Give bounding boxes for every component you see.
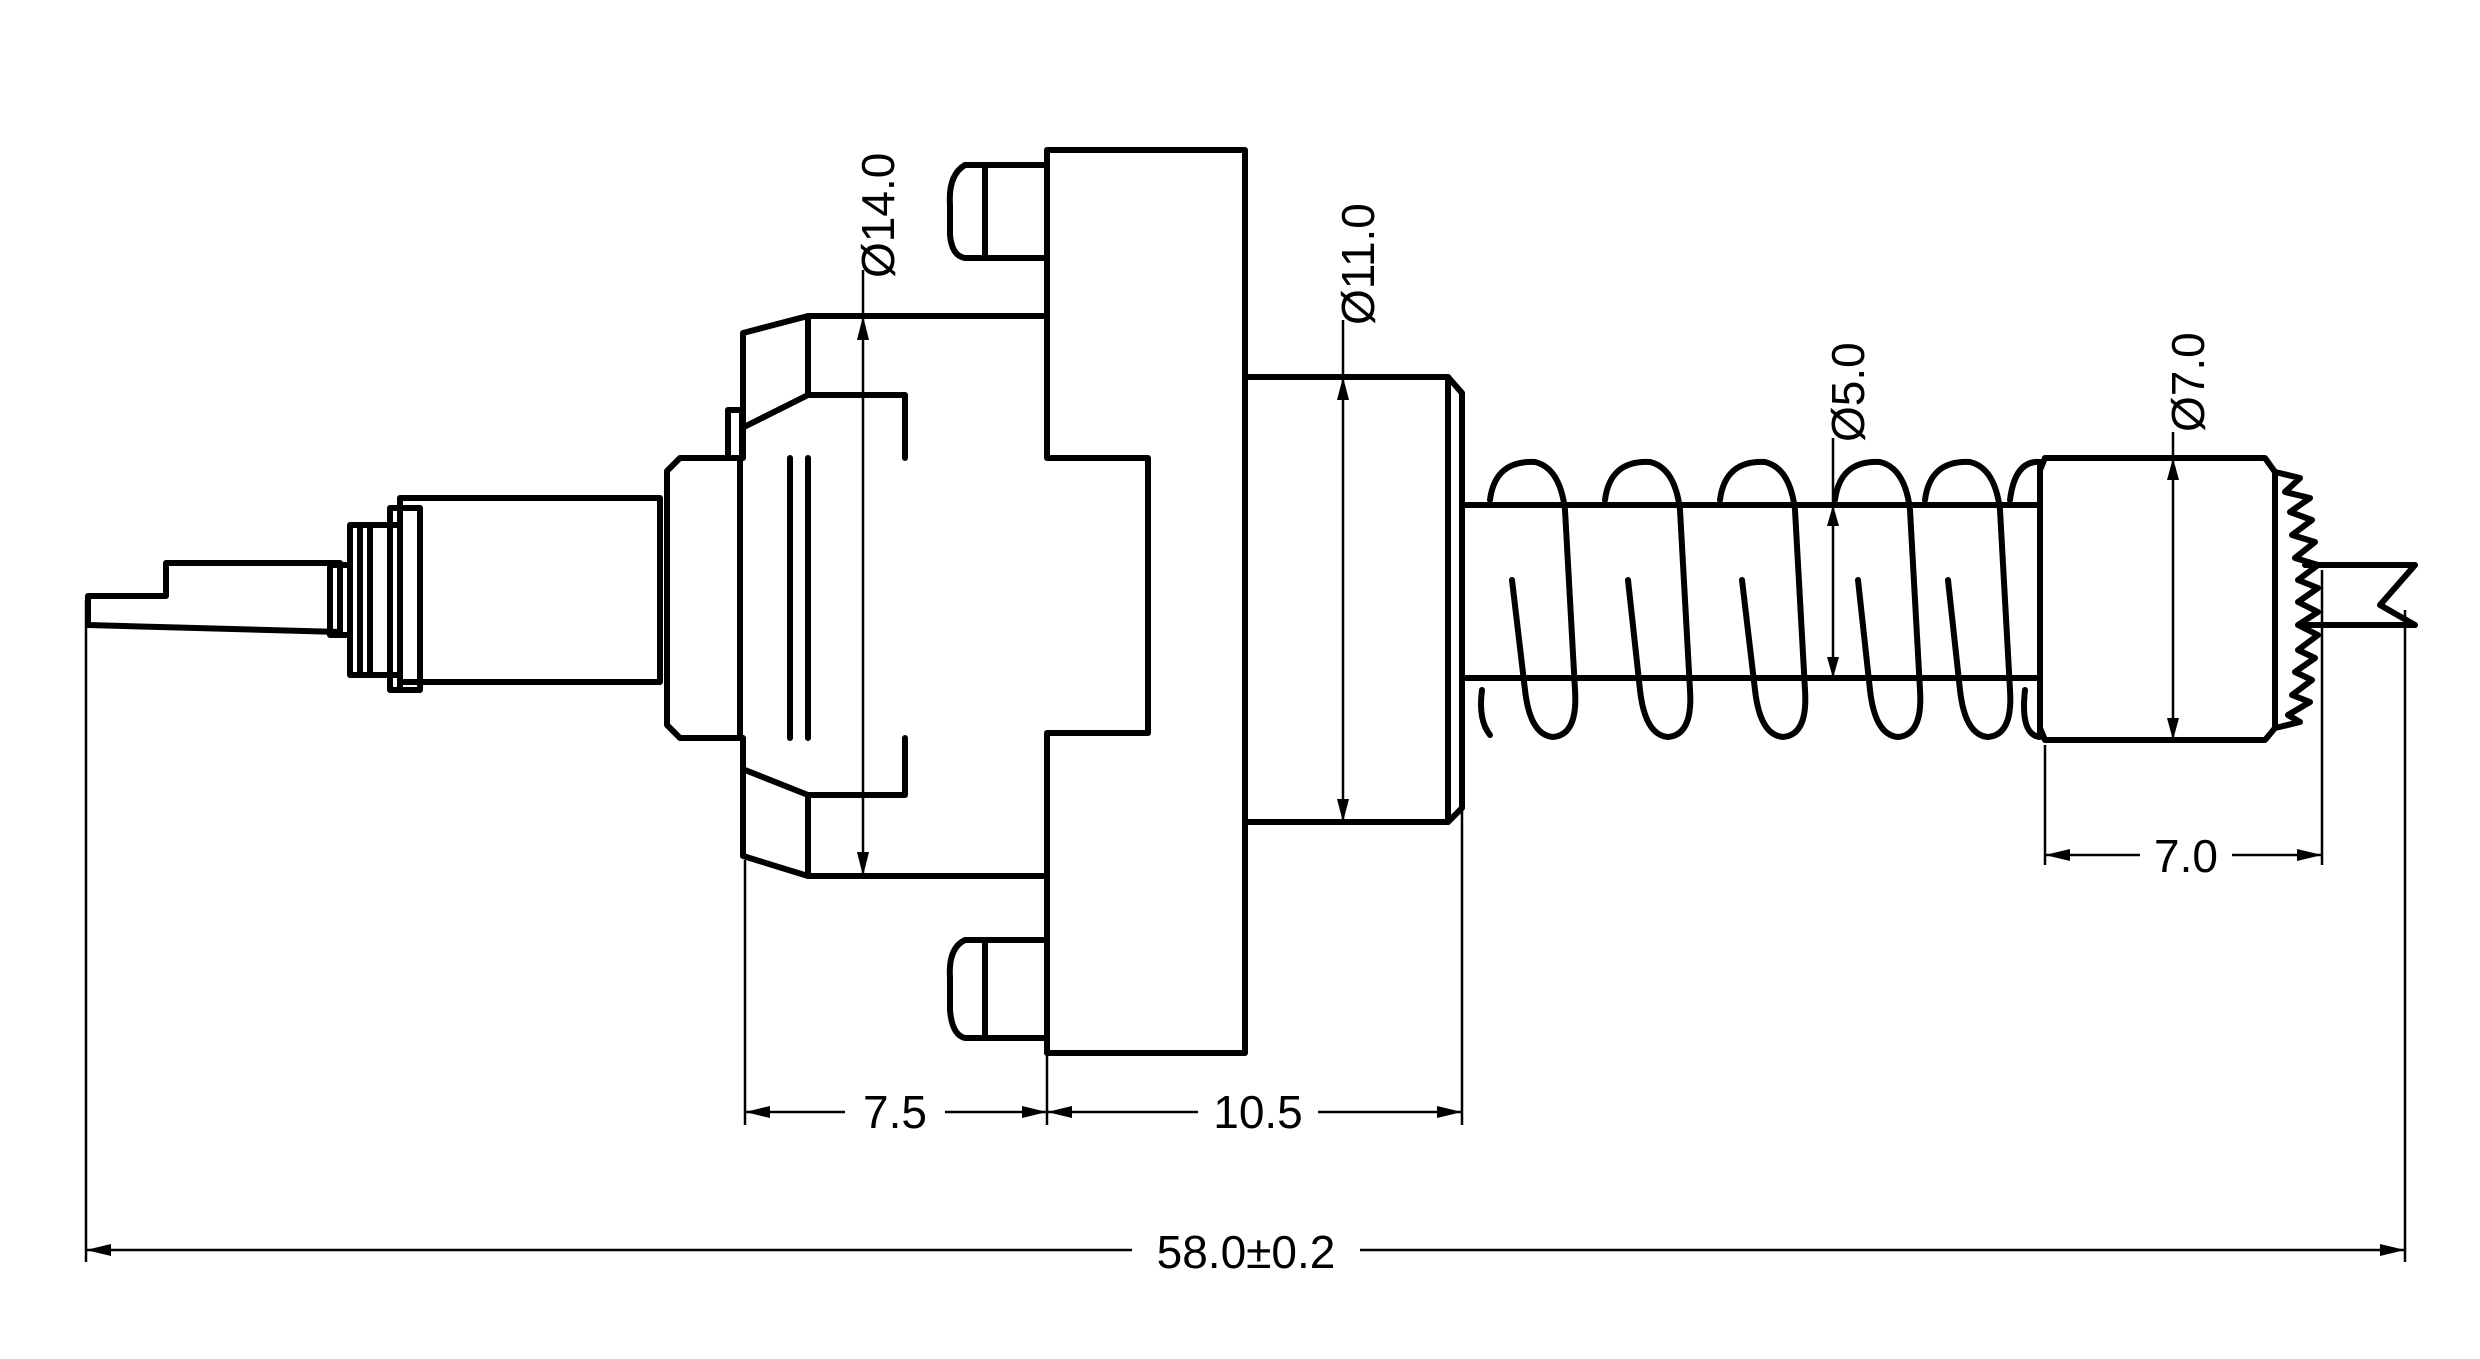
- upper-tab: [725, 407, 745, 461]
- dim-7-0-label: 7.0: [2154, 830, 2218, 882]
- rear-body: [397, 495, 663, 685]
- dim-d7-label: Ø7.0: [2162, 332, 2214, 432]
- dim-7-5-label: 7.5: [863, 1086, 927, 1138]
- pin-collar: [327, 562, 353, 638]
- flange-body: [1044, 147, 1248, 1056]
- cylinder-11: [1242, 374, 1465, 825]
- tip-cylinder: [2037, 455, 2278, 743]
- bottom-clip: [946, 937, 1050, 1041]
- rear-barrel: [387, 505, 423, 693]
- top-clip: [946, 162, 1050, 261]
- lower-bracket: [740, 735, 1050, 879]
- terminal-pin: [85, 560, 343, 635]
- part-outline: [85, 147, 2418, 1056]
- dimension-labels: Ø14.0 Ø11.0 Ø5.0 Ø7.0 7.5 10.5 7.0 58.0±…: [852, 153, 2218, 1278]
- insulator: [664, 455, 743, 741]
- plunger-point: [2302, 562, 2418, 628]
- dim-total-label: 58.0±0.2: [1157, 1226, 1336, 1278]
- dimension-lines: [84, 270, 2407, 1262]
- upper-bracket: [739, 313, 1050, 461]
- spring: [1478, 458, 2043, 740]
- dim-d14-label: Ø14.0: [852, 153, 904, 278]
- dim-d5-label: Ø5.0: [1822, 342, 1874, 442]
- insulator-ring: [737, 455, 811, 741]
- serrated-crown: [2272, 469, 2321, 731]
- dim-d11-label: Ø11.0: [1332, 203, 1384, 325]
- dim-10-5-label: 10.5: [1213, 1086, 1303, 1138]
